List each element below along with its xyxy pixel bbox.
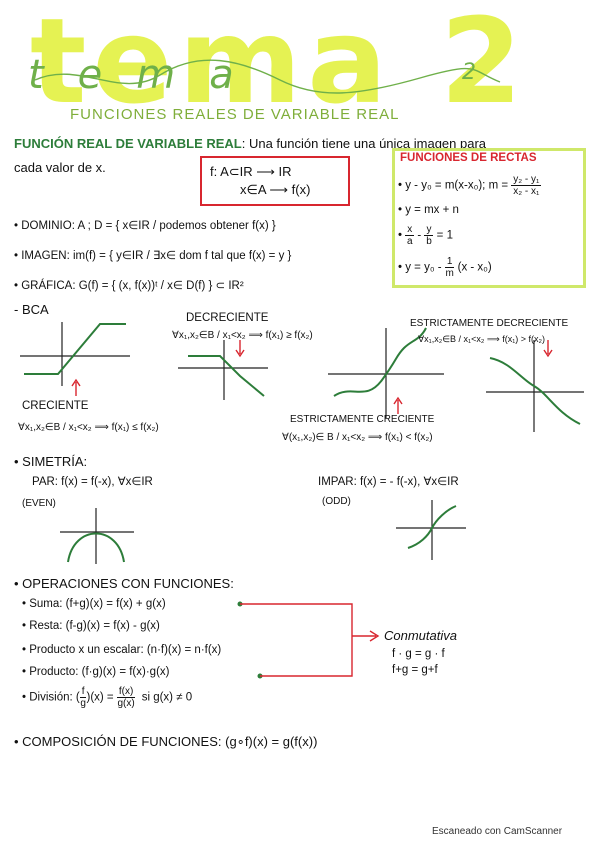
slope-numerator: y₂ - y₁ [511,174,542,186]
operaciones-heading: • OPERACIONES CON FUNCIONES: [14,576,234,591]
script-number: 2 [462,60,476,85]
estr-decreciente-graph [486,340,584,432]
definition-text-1: : Una función tiene una única imagen par… [241,136,487,151]
eq3-b-den: b [426,236,432,247]
even-graph [60,508,134,564]
conmutativa-eq-2: f+g = g+f [392,664,438,676]
definition-box-line-2: x∈A ⟶ f(x) [240,182,311,197]
simetria-heading: • SIMETRÍA: [14,454,88,469]
suma-line: • Suma: (f+g)(x) = f(x) + g(x) [22,598,166,610]
odd-graph [396,500,466,560]
eq4-head: y = y₀ - [405,261,442,274]
division-mid: )(x) = [86,691,114,704]
composicion-line: • COMPOSICIÓN DE FUNCIONES: (g∘f)(x) = g… [14,734,318,749]
estr-creciente-graph [328,327,444,418]
rectas-eq-2: • y = mx + n [398,204,459,216]
dominio-line: • DOMINIO: A ; D = { x∈IR / podemos obte… [14,220,276,232]
eq3-a-num: x [405,224,415,236]
division-head: • División: ( [22,691,80,704]
definition-block: FUNCIÓN REAL DE VARIABLE REAL: Una funci… [14,136,486,151]
creciente-graph [20,322,130,396]
division-g: g [80,698,86,709]
division-frac: f(x)g(x) [116,686,136,709]
par-line: PAR: f(x) = f(-x), ∀x∈IR [32,476,153,488]
resta-line: • Resta: (f-g)(x) = f(x) - g(x) [22,620,160,632]
title-underline-wave [34,59,501,94]
decreciente-graph [178,340,268,400]
eq4-num: 1 [444,256,455,268]
big-title: tema 2 [30,0,529,130]
division-num: f(x) [116,686,136,698]
definition-box: f: A⊂IR ⟶ IR x∈A ⟶ f(x) [200,156,350,206]
imagen-line: • IMAGEN: im(f) = { y∈IR / ∃x∈ dom f tal… [14,250,292,262]
creciente-def: ∀x₁,x₂∈B / x₁<x₂ ⟹ f(x₁) ≤ f(x₂) [18,422,159,433]
eq3-a-den: a [406,236,413,247]
definition-box-line-1: f: A⊂IR ⟶ IR [210,164,292,179]
rectas-heading: FUNCIONES DE RECTAS [400,152,537,164]
eq4-tail: (x - x₀) [457,261,492,274]
impar-line: IMPAR: f(x) = - f(-x), ∀x∈IR [318,476,459,488]
subtitle: FUNCIONES REALES DE VARIABLE REAL [70,106,400,123]
estr-creciente-def: ∀(x₁,x₂)∈ B / x₁<x₂ ⟹ f(x₁) < f(x₂) [282,432,433,443]
division-f: f [79,686,87,698]
bca-line: - BCA [14,302,49,317]
odd-label: (ODD) [322,496,351,507]
rectas-eq-1-text: y - y₀ = m(x-x₀); m = [405,179,509,192]
slope-denominator: x₂ - x₁ [513,186,540,197]
producto-escalar-line: • Producto x un escalar: (n·f)(x) = n·f(… [22,644,222,656]
conmutativa-label: Conmutativa [384,628,457,643]
estr-creciente-label: ESTRICTAMENTE CRECIENTE [290,414,435,425]
decreciente-label: DECRECIENTE [186,312,269,324]
producto-line: • Producto: (f·g)(x) = f(x)·g(x) [22,666,170,678]
grafica-line: • GRÁFICA: G(f) = { (x, f(x))ᵗ / x∈ D(f)… [14,280,244,292]
creciente-label: CRECIENTE [22,400,89,412]
eq3-b-num: y [424,224,434,236]
eq3-tail: = 1 [436,229,453,242]
division-tail: si g(x) ≠ 0 [141,691,193,704]
eq4-den: m [445,268,454,279]
script-title: tema [28,52,268,98]
footer-watermark: Escaneado con CamScanner [432,826,563,837]
monotonia-graphs [20,322,584,432]
rectas-eq-2-text: y = mx + n [405,204,459,216]
conmutativa-bracket [237,601,380,679]
definition-text-2: cada valor de x. [14,160,106,175]
rectas-box [392,148,586,288]
decreciente-def: ∀x₁,x₂∈B / x₁<x₂ ⟹ f(x₁) ≥ f(x₂) [172,330,313,341]
estr-decreciente-def: ∀x₁,x₂∈B / x₁<x₂ ⟹ f(x₁) > f(x₂) [418,334,545,344]
conmutativa-eq-1: f · g = g · f [392,648,445,660]
estr-decreciente-label: ESTRICTAMENTE DECRECIENTE [410,318,569,329]
simetria-graphs [60,500,466,564]
even-label: (EVEN) [22,498,56,509]
division-den: g(x) [117,698,135,709]
definition-heading: FUNCIÓN REAL DE VARIABLE REAL [14,136,242,151]
